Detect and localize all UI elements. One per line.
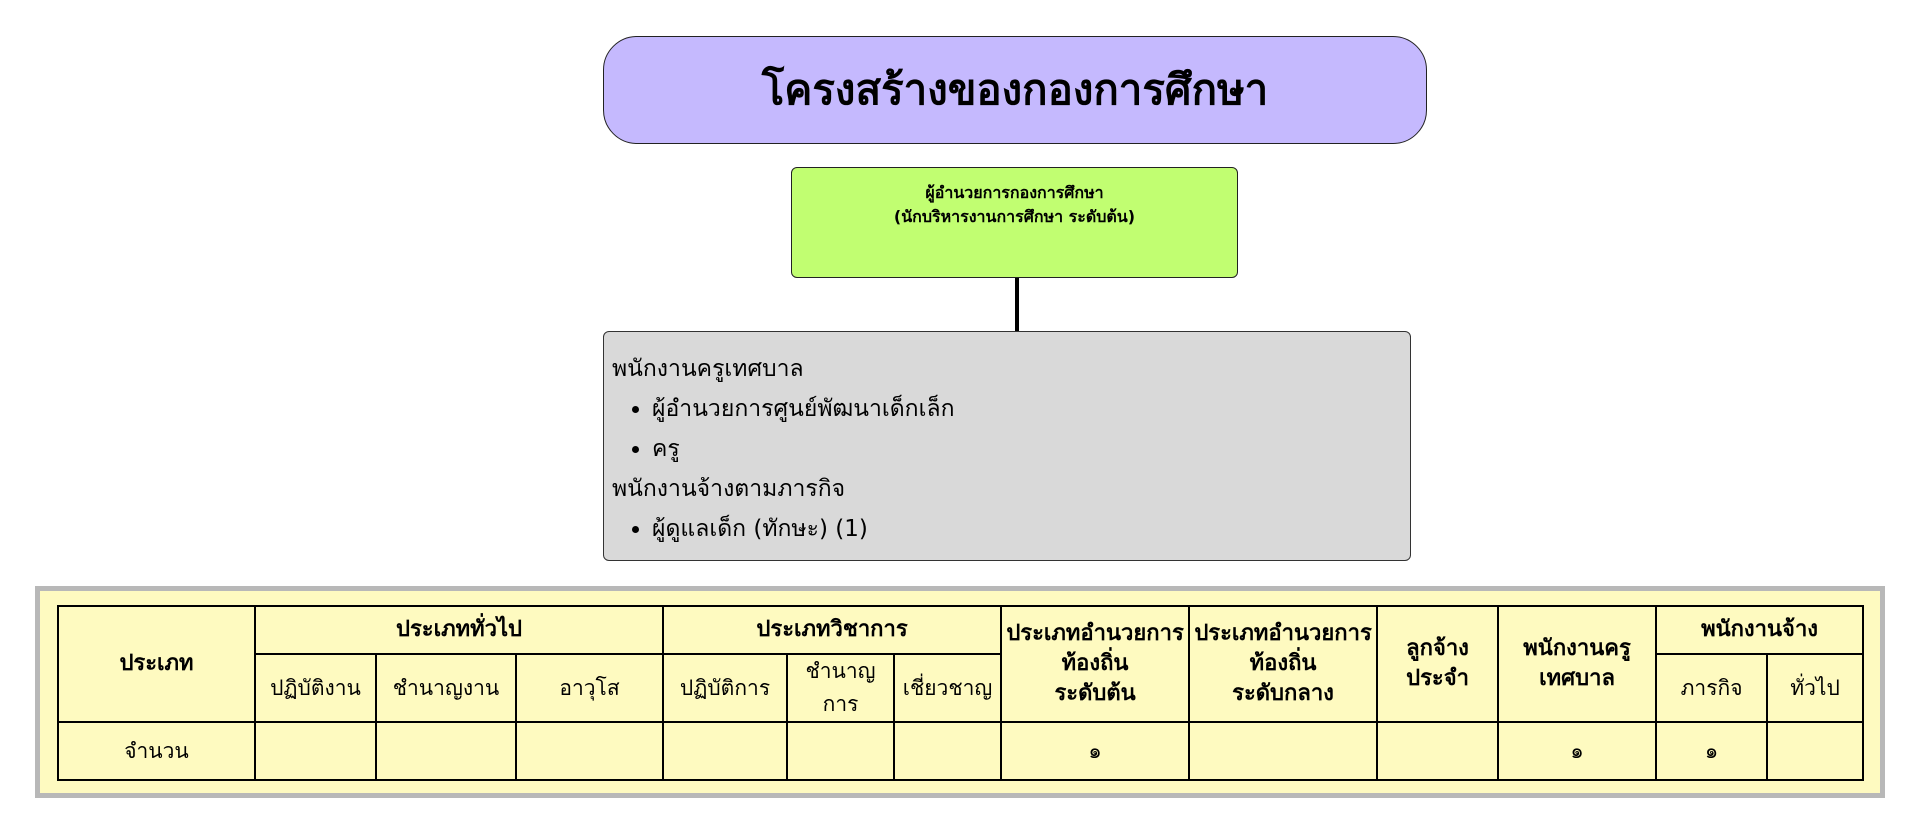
director-title: ผู้อำนวยการกองการศึกษา bbox=[925, 183, 1104, 202]
staff-group-label: พนักงานจ้างตามภารกิจ bbox=[612, 476, 846, 502]
subheader-contract-mission: ภารกิจ bbox=[1655, 653, 1769, 723]
header-line: พนักงานครู bbox=[1523, 636, 1631, 661]
staff-group-label: พนักงานครูเทศบาล bbox=[612, 356, 804, 382]
subheader-academic-professional: ชำนาญการ bbox=[786, 653, 896, 723]
header-type: ประเภท bbox=[57, 605, 256, 723]
count-cell bbox=[254, 721, 377, 781]
staff-node: พนักงานครูเทศบาล ผู้อำนวยการศูนย์พัฒนาเด… bbox=[603, 331, 1411, 561]
staff-group-list: ผู้อำนวยการศูนย์พัฒนาเด็กเล็ก ครู bbox=[612, 389, 1410, 469]
staff-item: ครู bbox=[652, 429, 1410, 469]
count-cell bbox=[662, 721, 789, 781]
subheader-general-senior: อาวุโส bbox=[514, 653, 665, 723]
subheader-academic-practitioner: ปฏิบัติการ bbox=[662, 653, 789, 723]
count-cell bbox=[1766, 721, 1865, 781]
connector-line bbox=[1015, 278, 1019, 331]
header-permanent-employee: ลูกจ้าง ประจำ bbox=[1376, 605, 1500, 723]
header-local-admin-mid: ประเภทอำนวยการ ท้องถิ่น ระดับกลาง bbox=[1188, 605, 1379, 723]
header-local-admin-basic: ประเภทอำนวยการ ท้องถิ่น ระดับต้น bbox=[1000, 605, 1191, 723]
count-cell bbox=[514, 721, 665, 781]
count-cell bbox=[1188, 721, 1379, 781]
header-line: ระดับต้น bbox=[1054, 681, 1136, 706]
diagram-title: โครงสร้างของกองการศึกษา bbox=[603, 36, 1427, 144]
header-line: ระดับกลาง bbox=[1232, 681, 1334, 706]
staff-group-list: ผู้ดูแลเด็ก (ทักษะ) (1) bbox=[612, 509, 1410, 549]
count-label: จำนวน bbox=[57, 721, 256, 781]
count-cell bbox=[893, 721, 1003, 781]
count-cell: ๑ bbox=[1497, 721, 1658, 781]
subheader-academic-expert: เชี่ยวชาญ bbox=[893, 653, 1003, 723]
header-line: เทศบาล bbox=[1539, 666, 1615, 691]
staff-item: ผู้อำนวยการศูนย์พัฒนาเด็กเล็ก bbox=[652, 389, 1410, 429]
staff-summary-table: ประเภท ประเภททั่วไป ประเภทวิชาการ ประเภท… bbox=[57, 605, 1865, 781]
count-cell bbox=[375, 721, 517, 781]
count-cell bbox=[1376, 721, 1500, 781]
subheader-contract-general: ทั่วไป bbox=[1766, 653, 1865, 723]
director-node: ผู้อำนวยการกองการศึกษา (นักบริหารงานการศ… bbox=[791, 167, 1238, 278]
header-contract: พนักงานจ้าง bbox=[1655, 605, 1865, 655]
count-cell: ๑ bbox=[1655, 721, 1769, 781]
header-line: ประเภทอำนวยการ bbox=[1006, 621, 1184, 646]
header-line: ท้องถิ่น bbox=[1061, 651, 1129, 676]
header-line: ท้องถิ่น bbox=[1249, 651, 1317, 676]
count-cell bbox=[786, 721, 896, 781]
header-general: ประเภททั่วไป bbox=[253, 605, 665, 655]
header-teacher: พนักงานครู เทศบาล bbox=[1497, 605, 1658, 723]
subheader-general-skilled: ชำนาญงาน bbox=[375, 653, 517, 723]
staff-item: ผู้ดูแลเด็ก (ทักษะ) (1) bbox=[652, 509, 1410, 549]
header-line: ลูกจ้าง bbox=[1406, 636, 1469, 661]
director-rank: (นักบริหารงานการศึกษา ระดับต้น) bbox=[893, 207, 1136, 226]
count-cell: ๑ bbox=[1000, 721, 1191, 781]
header-line: ประเภทอำนวยการ bbox=[1194, 621, 1372, 646]
subheader-general-operation: ปฏิบัติงาน bbox=[254, 653, 377, 723]
header-academic: ประเภทวิชาการ bbox=[662, 605, 1003, 655]
header-line: ประจำ bbox=[1406, 666, 1469, 691]
